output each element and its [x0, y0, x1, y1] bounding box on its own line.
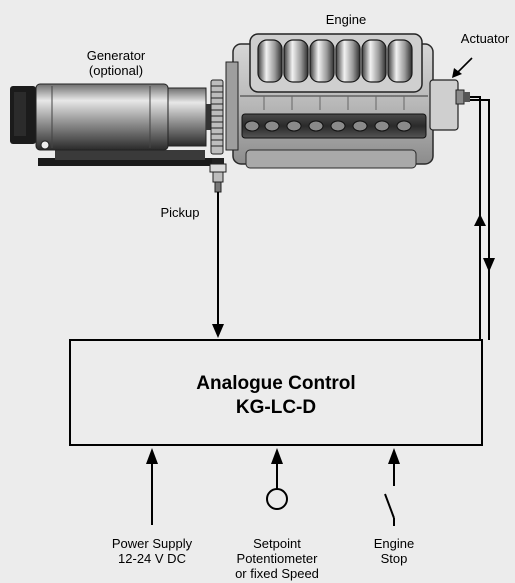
- control-box: [69, 339, 483, 446]
- engine-stop-label-line2: Stop: [380, 551, 408, 566]
- setpoint-label: Setpoint: [253, 536, 301, 551]
- generator: [10, 83, 224, 166]
- generator-label: Generator: [86, 48, 146, 63]
- pickup-sensor: [209, 158, 227, 193]
- flywheel-gear: [210, 79, 224, 155]
- setpoint-potentiometer-symbol: [266, 448, 288, 510]
- setpoint-potentiometer-label: Potentiometer: [236, 551, 318, 566]
- power-supply-voltage-label: 12-24 V DC: [118, 551, 186, 566]
- generator-optional-label: (optional): [88, 63, 144, 78]
- power-supply-label: Power Supply: [111, 536, 193, 551]
- engine: [225, 33, 434, 169]
- actuator-signal-lines: [470, 96, 495, 340]
- actuator-label: Actuator: [460, 31, 510, 46]
- power-supply-arrow: [146, 448, 158, 525]
- engine-stop-label: Engine: [373, 536, 415, 551]
- engine-label: Engine: [325, 12, 367, 27]
- engine-stop-switch: [384, 448, 400, 526]
- setpoint-fixed-speed-label: or fixed Speed: [235, 566, 319, 581]
- pickup-signal-line: [212, 192, 224, 338]
- pickup-label: Pickup: [160, 205, 200, 220]
- actuator: [429, 79, 470, 131]
- control-model: KG-LC-D: [235, 397, 317, 418]
- control-title: Analogue Control: [196, 373, 356, 394]
- actuator-pointer-arrow: [452, 57, 473, 78]
